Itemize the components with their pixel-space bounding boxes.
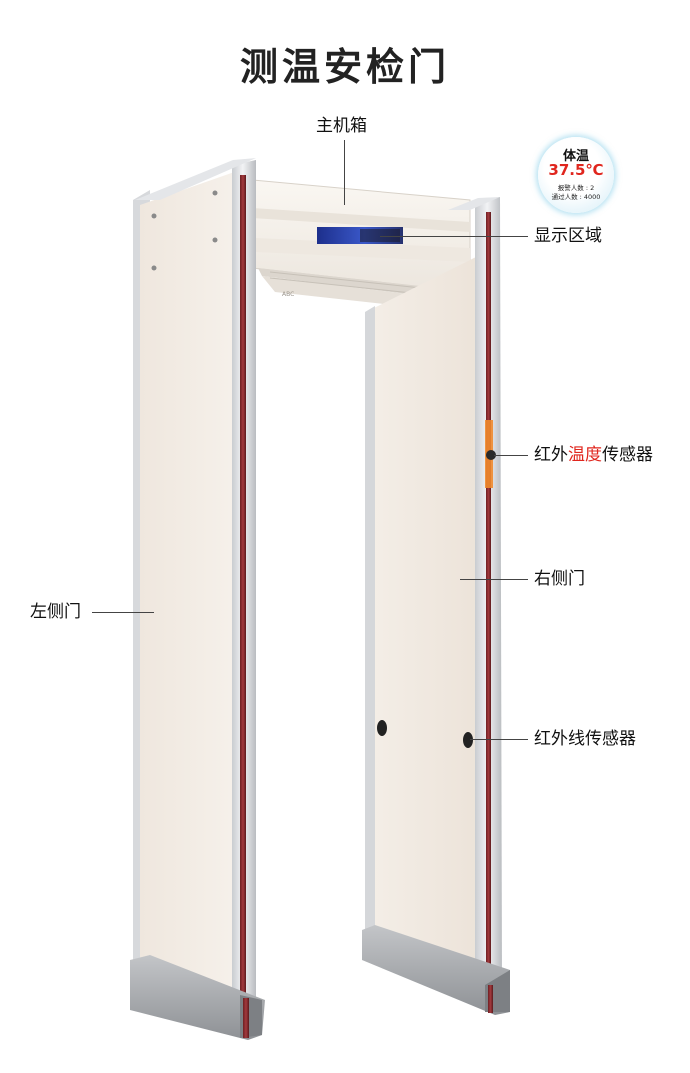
label-temp-highlight: 温度 [568, 445, 602, 465]
leader-left-door [92, 612, 154, 613]
label-left-door: 左侧门 [30, 602, 81, 622]
screw [151, 213, 157, 219]
leader-temp-sensor [494, 455, 528, 456]
label-infrared-line-sensor: 红外线传感器 [534, 729, 636, 749]
right-door [362, 197, 510, 1015]
left-base [130, 955, 265, 1040]
badge-alarm-count: 报警人数 : 2 [557, 184, 595, 192]
label-main-box: 主机箱 [316, 116, 367, 136]
leader-right-door [460, 579, 528, 580]
screw [212, 190, 218, 196]
temperature-sensor [486, 450, 496, 460]
svg-text:ABC: ABC [282, 291, 294, 298]
right-red-strip [486, 212, 491, 992]
left-red-strip [240, 175, 246, 1005]
label-temp-prefix: 红外 [534, 445, 568, 465]
badge-temperature: 37.5℃ [548, 161, 604, 179]
screw [151, 265, 157, 271]
label-display-area: 显示区域 [534, 226, 602, 246]
infrared-sensor-left [377, 720, 387, 736]
label-right-door: 右侧门 [534, 569, 585, 589]
left-door [130, 158, 265, 1040]
leader-infrared-sensor [470, 739, 528, 740]
badge-pass-count: 通过人数 : 4000 [551, 193, 601, 201]
screw [212, 237, 218, 243]
label-temp-suffix: 传感器 [602, 445, 653, 465]
infrared-sensor-right [463, 732, 473, 748]
label-infrared-temp-sensor: 红外温度传感器 [534, 445, 653, 465]
leader-main-box [344, 140, 345, 205]
leader-display-area [380, 236, 528, 237]
right-base [362, 925, 510, 1015]
temperature-badge: 体温 37.5℃ 报警人数 : 2 通过人数 : 4000 [538, 137, 614, 213]
badge-title: 体温 [562, 149, 589, 164]
page-title: 测温安检门 [239, 45, 450, 89]
